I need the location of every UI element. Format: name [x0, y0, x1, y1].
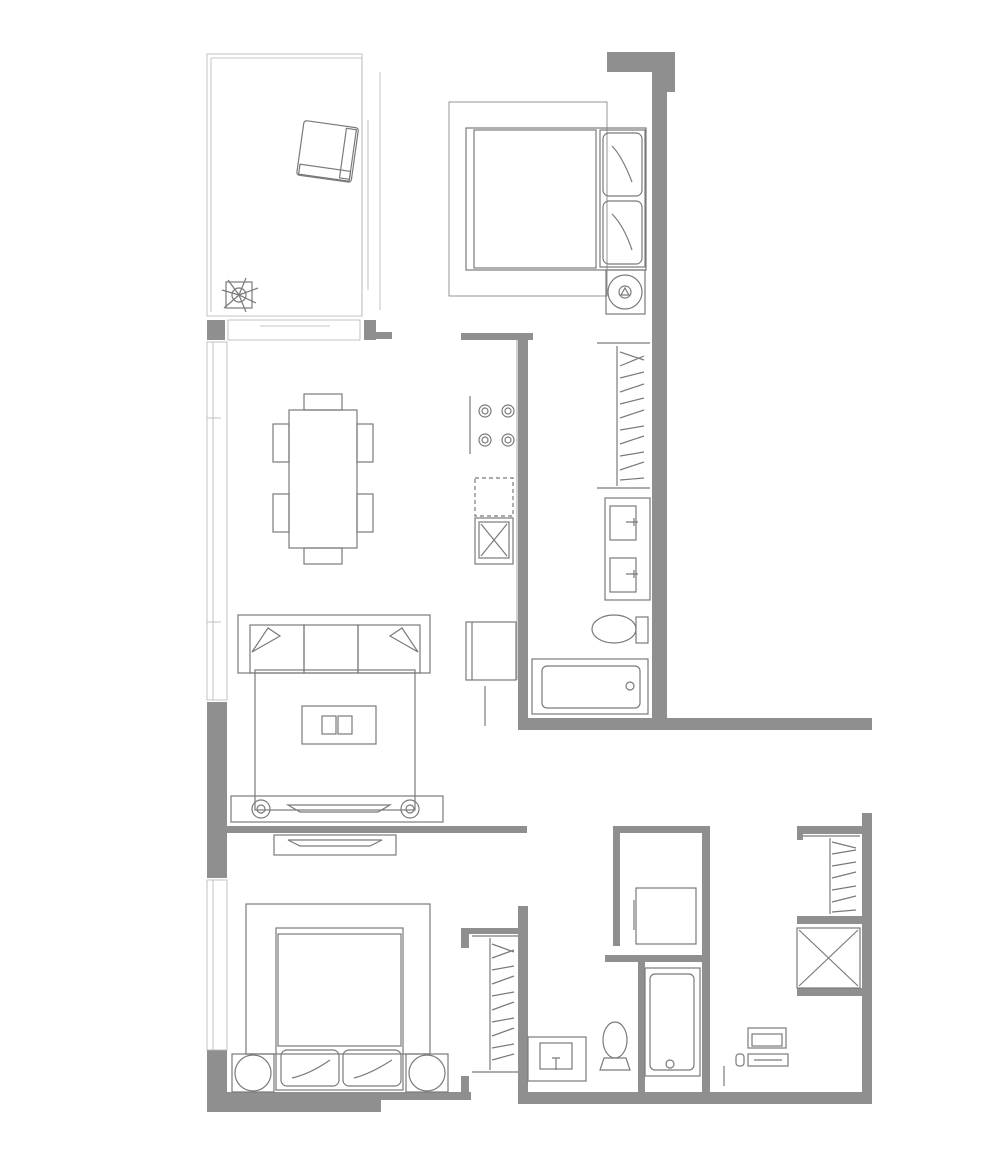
bathtub-icon [531, 658, 649, 715]
laundry [633, 887, 697, 945]
kitchen [465, 340, 518, 726]
walls [207, 52, 872, 1112]
desk-icon [747, 1027, 787, 1049]
dining-area [272, 393, 374, 565]
potted-plant-icon [221, 277, 259, 313]
dining-table-icon [288, 409, 358, 549]
office [723, 835, 861, 1086]
sofa-icon [237, 614, 431, 674]
rug [448, 101, 608, 297]
toilet-icon [599, 1021, 631, 1071]
cooktop-icon [469, 396, 515, 454]
lamp-icon [231, 1053, 449, 1093]
wardrobe-icon [597, 342, 650, 489]
chair-icon [272, 393, 374, 565]
wardrobe-icon [803, 835, 860, 914]
sink-icon [609, 505, 638, 593]
wardrobe-icon [472, 935, 518, 1073]
windows [206, 53, 381, 1051]
refrigerator-icon [465, 621, 517, 726]
bed-icon [275, 927, 404, 1091]
second-bedroom [231, 834, 518, 1093]
tv-icon [273, 834, 397, 856]
washer-icon [635, 887, 697, 945]
living-room [230, 614, 444, 823]
coffee-table-icon [301, 705, 377, 745]
lamp-icon [605, 269, 646, 315]
toilet-icon [591, 614, 649, 644]
tv-icon [230, 795, 444, 823]
dishwasher [474, 477, 514, 517]
master-bathroom [531, 342, 651, 715]
vanity [604, 497, 651, 601]
balcony [221, 120, 359, 313]
master-bedroom [448, 101, 647, 315]
rug [245, 903, 431, 1055]
sink-icon [527, 1036, 587, 1082]
second-bathroom [527, 967, 701, 1082]
shower-icon [796, 927, 861, 989]
rug [254, 669, 416, 811]
mouse [735, 1053, 745, 1067]
armchair-icon [296, 120, 359, 183]
bed-icon [465, 127, 647, 271]
keyboard-icon [747, 1053, 789, 1067]
bathtub-icon [644, 967, 701, 1077]
sink-icon [474, 517, 514, 565]
